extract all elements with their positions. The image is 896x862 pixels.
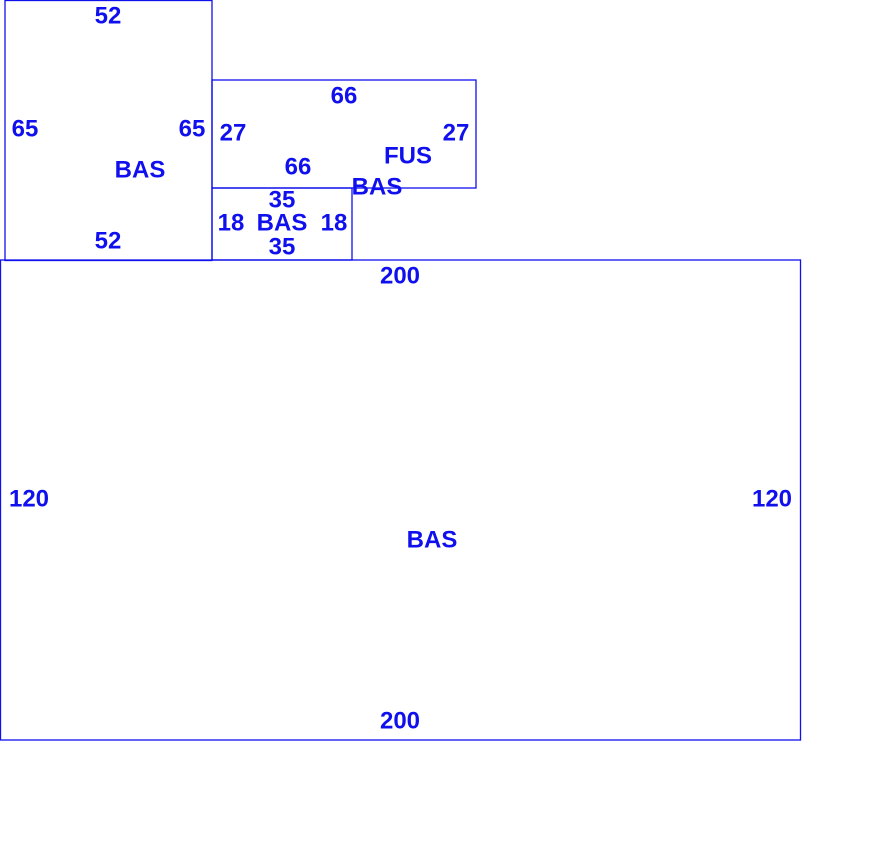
area-outline [0, 259, 802, 741]
area-upper-fus: 66 66 27 27 FUS BAS [211, 79, 477, 200]
dimension-left: 120 [9, 485, 49, 512]
area-code-secondary: BAS [352, 173, 403, 200]
area-code: BAS [257, 209, 308, 236]
dimension-right: 120 [752, 485, 792, 512]
dimension-bottom: 35 [269, 233, 296, 260]
dimension-right: 27 [443, 119, 470, 146]
dimension-top: 200 [380, 262, 420, 289]
dimension-bottom: 52 [95, 227, 122, 254]
dimension-left: 65 [12, 115, 39, 142]
area-code: BAS [115, 156, 166, 183]
dimension-top: 66 [331, 82, 358, 109]
area-code: FUS [384, 142, 432, 169]
dimension-top: 52 [95, 2, 122, 29]
dimension-top: 35 [269, 186, 296, 213]
area-upper-left: 52 52 65 65 BAS [4, 0, 213, 262]
area-code: BAS [407, 526, 458, 553]
dimension-left: 18 [218, 209, 245, 236]
dimension-left: 27 [220, 119, 247, 146]
dimension-bottom: 200 [380, 707, 420, 734]
area-main: 200 200 120 120 BAS [0, 259, 802, 741]
dimension-right: 18 [321, 209, 348, 236]
dimension-right: 65 [179, 115, 206, 142]
area-small-middle: 35 35 18 18 BAS [211, 186, 353, 261]
dimension-bottom: 66 [285, 153, 312, 180]
